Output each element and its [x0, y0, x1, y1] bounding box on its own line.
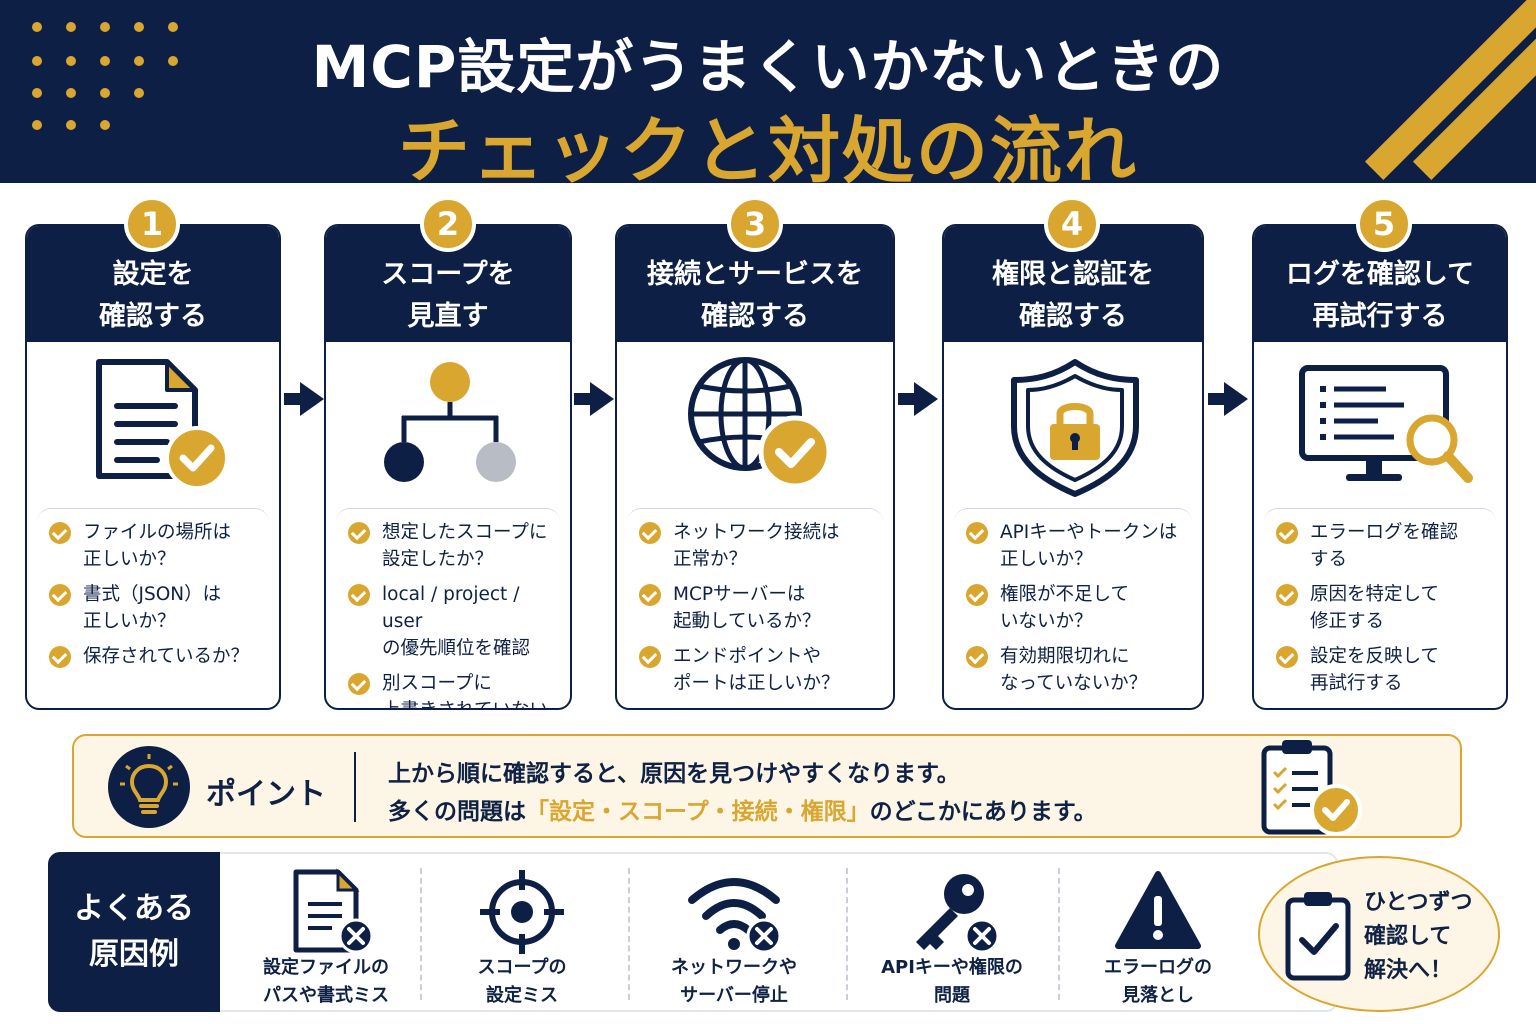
cause-item: スコープの 設定ミス — [418, 854, 626, 1014]
clipboard-check-icon — [1258, 736, 1370, 840]
check-icon — [639, 646, 661, 668]
common-causes-label: よくある 原因例 — [48, 852, 220, 1012]
check-icon — [49, 646, 71, 668]
clipboard-check-icon — [1282, 886, 1354, 982]
cause-text: エラーログの 見落とし — [1104, 957, 1212, 1006]
check-icon — [348, 673, 370, 695]
point-text-line-2: 多くの問題は「設定・スコープ・接続・権限」のどこかにあります。 — [388, 799, 1097, 825]
step-2-title: スコープを 見直す — [381, 259, 515, 332]
step-3-checklist: ネットワーク接続は 正常か？ MCPサーバーは 起動しているか？ エンドポイント… — [627, 508, 883, 698]
step-2-badge: 2 — [420, 196, 476, 252]
check-icon — [966, 584, 988, 606]
cause-text: 設定ファイルの パスや書式ミス — [263, 957, 389, 1006]
cause-text: ネットワークや サーバー停止 — [671, 957, 797, 1006]
step-card-4: 権限と認証を 確認する APIキーやトークンは 正しいか？ 権限が不足して いな… — [942, 224, 1204, 710]
warning-icon — [1108, 866, 1208, 958]
step-3-header: 接続とサービスを 確認する — [617, 226, 893, 342]
key-error-icon — [902, 866, 1002, 958]
check-item: ネットワーク接続は 正常か？ — [627, 519, 883, 573]
arrow-right-icon — [574, 382, 614, 416]
check-item: ファイルの場所は 正しいか？ — [37, 519, 269, 573]
check-icon — [348, 522, 370, 544]
wifi-error-icon — [684, 866, 784, 958]
step-3-badge: 3 — [727, 196, 783, 252]
shield-lock-icon — [944, 356, 1202, 516]
step-1-title: 設定を 確認する — [99, 259, 207, 332]
check-icon — [639, 522, 661, 544]
step-1-checklist: ファイルの場所は 正しいか？ 書式（JSON）は 正しいか？ 保存されているか？ — [37, 508, 269, 698]
check-item: 別スコープに 上書きされていないか？ — [336, 670, 560, 708]
check-item: エラーログを確認 する — [1264, 519, 1496, 573]
resolve-badge: ひとつずつ 確認して 解決へ！ — [1258, 856, 1500, 1012]
step-4-title: 権限と認証を 確認する — [992, 259, 1154, 332]
step-2-checklist: 想定したスコープに 設定したか？ local / project / user … — [336, 508, 560, 708]
lightbulb-icon — [108, 746, 190, 828]
point-label: ポイント — [206, 777, 326, 812]
check-icon — [1276, 522, 1298, 544]
check-item: 原因を特定して 修正する — [1264, 581, 1496, 635]
check-item: 有効期限切れに なっていないか？ — [954, 643, 1192, 697]
check-item: MCPサーバーは 起動しているか？ — [627, 581, 883, 635]
step-5-badge: 5 — [1356, 196, 1412, 252]
title-line-2: チェックと対処の流れ — [397, 109, 1138, 183]
arrow-right-icon — [898, 382, 938, 416]
monitor-search-icon — [1254, 356, 1506, 516]
check-icon — [966, 646, 988, 668]
check-icon — [348, 584, 370, 606]
check-icon — [49, 584, 71, 606]
cause-item: エラーログの 見落とし — [1054, 854, 1262, 1014]
document-error-icon — [276, 866, 376, 958]
hierarchy-icon — [326, 356, 570, 516]
step-card-1: 設定を 確認する ファイルの場所は 正しいか？ 書式（JSON）は 正しいか？ … — [25, 224, 281, 710]
divider — [846, 868, 848, 1000]
check-item: 設定を反映して 再試行する — [1264, 643, 1496, 697]
common-causes-panel: よくある 原因例 設定ファイルの パスや書式ミス — [48, 852, 1338, 1012]
check-item: 書式（JSON）は 正しいか？ — [37, 581, 269, 635]
step-4-badge: 4 — [1044, 196, 1100, 252]
step-5-title: ログを確認して 再試行する — [1285, 259, 1475, 332]
cause-item: APIキーや権限の 問題 — [848, 854, 1056, 1014]
check-item: local / project / user の優先順位を確認 — [336, 581, 560, 662]
divider — [420, 868, 422, 1000]
check-item: 想定したスコープに 設定したか？ — [336, 519, 560, 573]
check-icon — [49, 522, 71, 544]
arrow-right-icon — [284, 382, 324, 416]
cause-item: ネットワークや サーバー停止 — [630, 854, 838, 1014]
header-banner: MCP設定がうまくいかないときの チェックと対処の流れ — [0, 0, 1536, 183]
step-5-checklist: エラーログを確認 する 原因を特定して 修正する 設定を反映して 再試行する — [1264, 508, 1496, 698]
resolve-text: ひとつずつ 確認して 解決へ！ — [1364, 890, 1473, 983]
check-icon — [1276, 584, 1298, 606]
step-card-3: 接続とサービスを 確認する ネットワーク接続は 正常か？ MCPサーバーは 起動… — [615, 224, 895, 710]
step-card-2: スコープを 見直す 想定したスコープに 設定したか？ local / proje… — [324, 224, 572, 710]
step-card-5: ログを確認して 再試行する エラーログを確認 する 原因を特定して 修正する 設… — [1252, 224, 1508, 710]
check-item: 保存されているか？ — [37, 643, 269, 670]
check-icon — [639, 584, 661, 606]
target-icon — [472, 866, 572, 958]
globe-check-icon — [617, 356, 893, 516]
cause-item: 設定ファイルの パスや書式ミス — [222, 854, 430, 1014]
step-4-checklist: APIキーやトークンは 正しいか？ 権限が不足して いないか？ 有効期限切れに … — [954, 508, 1192, 698]
check-item: 権限が不足して いないか？ — [954, 581, 1192, 635]
check-icon — [1276, 646, 1298, 668]
divider — [354, 752, 356, 822]
cause-text: スコープの 設定ミス — [477, 957, 567, 1006]
point-callout: ポイント 上から順に確認すると、原因を見つけやすくなります。 多くの問題は「設定… — [72, 734, 1462, 838]
title-line-1: MCP設定がうまくいかないときの — [311, 33, 1225, 101]
divider — [628, 868, 630, 1000]
step-3-title: 接続とサービスを 確認する — [647, 259, 863, 332]
document-check-icon — [27, 356, 279, 516]
arrow-right-icon — [1208, 382, 1248, 416]
check-icon — [966, 522, 988, 544]
decorative-dots — [24, 16, 194, 136]
check-item: エンドポイントや ポートは正しいか？ — [627, 643, 883, 697]
divider — [1058, 868, 1060, 1000]
step-1-badge: 1 — [124, 196, 180, 252]
highlight-text: 「設定・スコープ・接続・権限」 — [526, 799, 870, 825]
check-item: APIキーやトークンは 正しいか？ — [954, 519, 1192, 573]
cause-text: APIキーや権限の 問題 — [881, 957, 1023, 1006]
point-text-line-1: 上から順に確認すると、原因を見つけやすくなります。 — [388, 761, 960, 787]
